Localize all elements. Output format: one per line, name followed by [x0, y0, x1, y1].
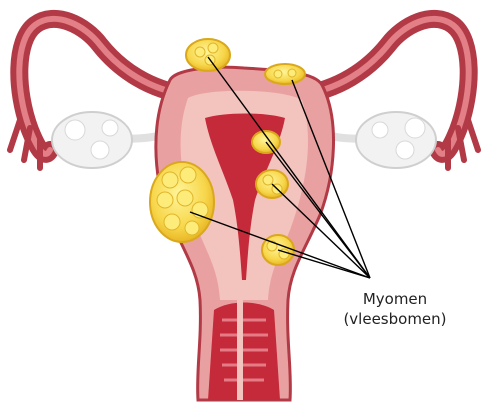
fibroid-top-right [265, 64, 305, 84]
fibroid-top-left [186, 39, 230, 71]
right-ovary [356, 112, 436, 168]
left-ovary [52, 112, 132, 168]
fibroid-large-left [150, 162, 214, 242]
annotation-label-line2: (vleesbomen) [325, 309, 465, 329]
annotation-label-line1: Myomen [325, 289, 465, 309]
